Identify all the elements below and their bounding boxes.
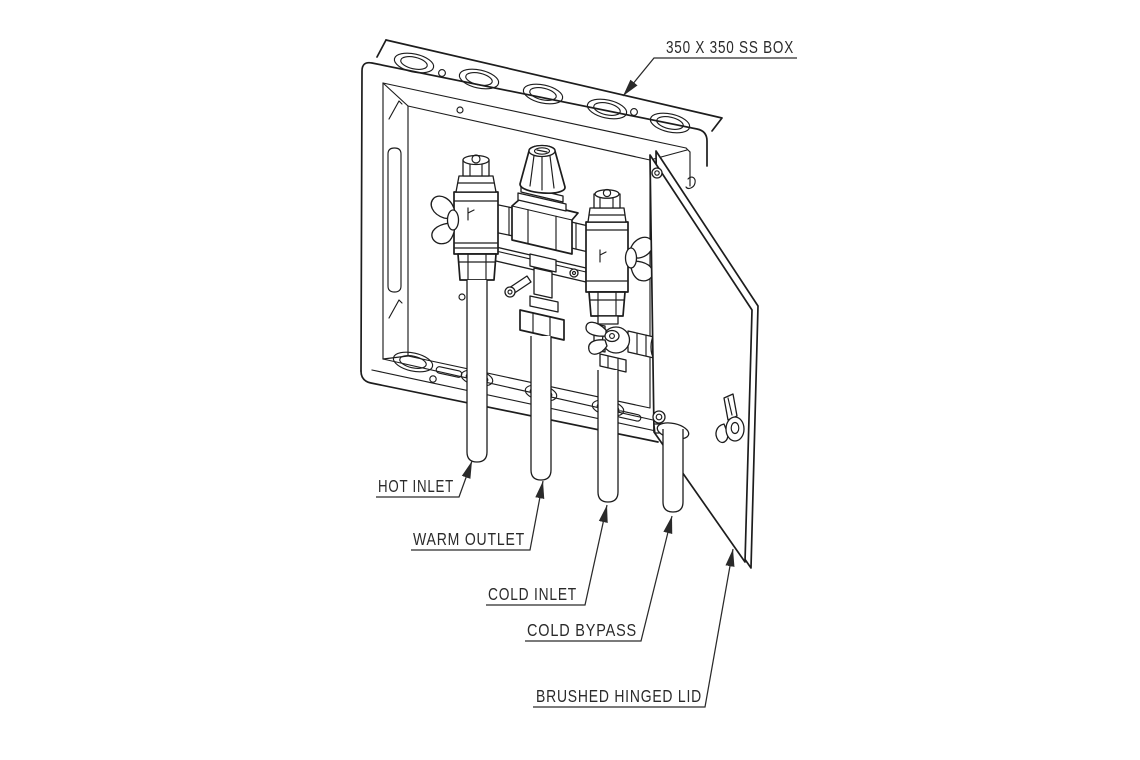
callout-cold-inlet: COLD INLET [486,504,608,606]
bypass-ball-valve [585,321,658,373]
callout-hot-inlet-label: HOT INLET [378,476,454,496]
warm-outlet-pipe [530,336,552,481]
corner-tick [388,299,403,319]
left-wall-slot [387,147,402,293]
callout-cold-inlet-label: COLD INLET [488,584,577,604]
corner-tick [388,100,403,120]
callout-warm-outlet: WARM OUTLET [411,480,545,551]
callout-hot-inlet: HOT INLET [376,460,473,498]
callout-cold-bypass-label: COLD BYPASS [527,620,637,640]
box-top-wall [376,39,723,134]
callout-cold-bypass: COLD BYPASS [525,515,673,642]
hot-inlet-pipe [466,280,488,463]
valve-assembly [430,144,658,503]
cold-bypass-pipe [656,422,690,513]
bottom-screw [429,375,437,383]
bypass-valve-wing-handle [585,321,620,355]
cold-check-valve [585,188,654,325]
callout-lid: BRUSHED HINGED LID [533,548,735,708]
callout-warm-outlet-label: WARM OUTLET [413,529,525,549]
hinge-hook [685,176,696,189]
hot-check-valve [430,154,499,281]
callout-box-size: 350 X 350 SS BOX [622,37,797,97]
top-knockouts [393,52,691,134]
tmv-outlet [504,253,565,341]
callout-lid-label: BRUSHED HINGED LID [536,686,702,706]
panel-hole [458,293,466,301]
lid-latch [715,393,745,444]
cold-inlet-pipe [597,370,619,503]
callout-box-size-label: 350 X 350 SS BOX [666,37,794,57]
callouts: 350 X 350 SS BOX HOT INLET WARM OUTLET C… [376,37,797,708]
hot-valve-wing-handle [430,195,460,245]
cold-valve-wing-handle [624,236,654,282]
panel-hole [456,106,464,114]
